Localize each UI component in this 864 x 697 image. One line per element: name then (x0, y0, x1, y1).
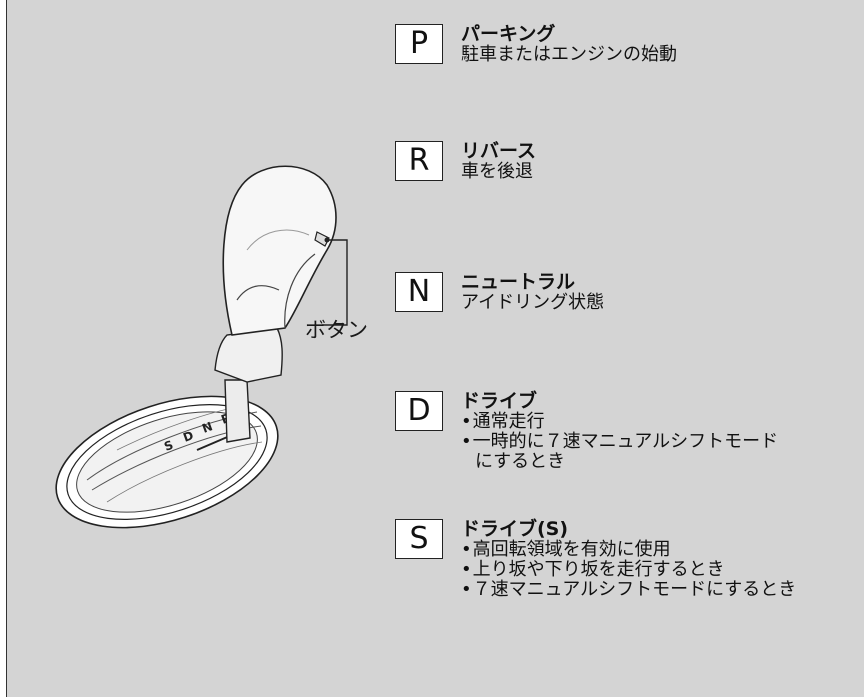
position-n: N ニュートラル アイドリング状態 (395, 272, 604, 313)
callout-line (322, 239, 348, 326)
position-p: P パーキング 駐車またはエンジンの始動 (395, 24, 677, 65)
content-panel: P R N D S ボタン P パーキング 駐車またはエンジンの始動 R リバー… (6, 0, 864, 697)
position-desc-p: 駐車またはエンジンの始動 (461, 44, 677, 65)
position-desc-n: アイドリング状態 (461, 292, 605, 313)
letter-box-p: P (395, 24, 443, 64)
gate-letter-d: D (181, 428, 195, 445)
gate-letter-n: N (200, 419, 214, 436)
position-desc-d-3: にするとき (475, 451, 566, 472)
position-title-n: ニュートラル (461, 271, 576, 293)
button-callout-label: ボタン (305, 318, 368, 342)
position-desc-d-1: 通常走行 (461, 412, 778, 432)
position-desc-s-1: 高回転領域を有効に使用 (461, 540, 796, 560)
shift-lock-button (314, 231, 330, 247)
position-desc-d-2: 一時的に７速マニュアルシフトモード (461, 432, 778, 452)
shift-lever-shaft (224, 379, 251, 443)
position-desc-r: 車を後退 (461, 161, 533, 182)
letter-box-s: S (395, 519, 443, 559)
position-title-p: パーキング (461, 23, 556, 45)
position-desc-s-3: ７速マニュアルシフトモードにするとき (461, 580, 797, 600)
position-title-r: リバース (461, 140, 537, 162)
letter-box-d: D (395, 391, 443, 431)
position-s: S ドライブ(S) 高回転領域を有効に使用 上り坂や下り坂を走行するとき ７速マ… (395, 519, 796, 600)
position-d: D ドライブ 通常走行 一時的に７速マニュアルシフトモード にするとき (395, 391, 778, 472)
position-title-s: ドライブ(S) (461, 518, 569, 540)
position-title-d: ドライブ (461, 390, 538, 412)
position-r: R リバース 車を後退 (395, 141, 536, 182)
letter-box-n: N (395, 272, 443, 312)
position-desc-s-2: 上り坂や下り坂を走行するとき (461, 560, 796, 580)
letter-box-r: R (395, 141, 443, 181)
shift-knob (222, 165, 337, 336)
shift-lever-illustration: P R N D S (55, 165, 348, 529)
